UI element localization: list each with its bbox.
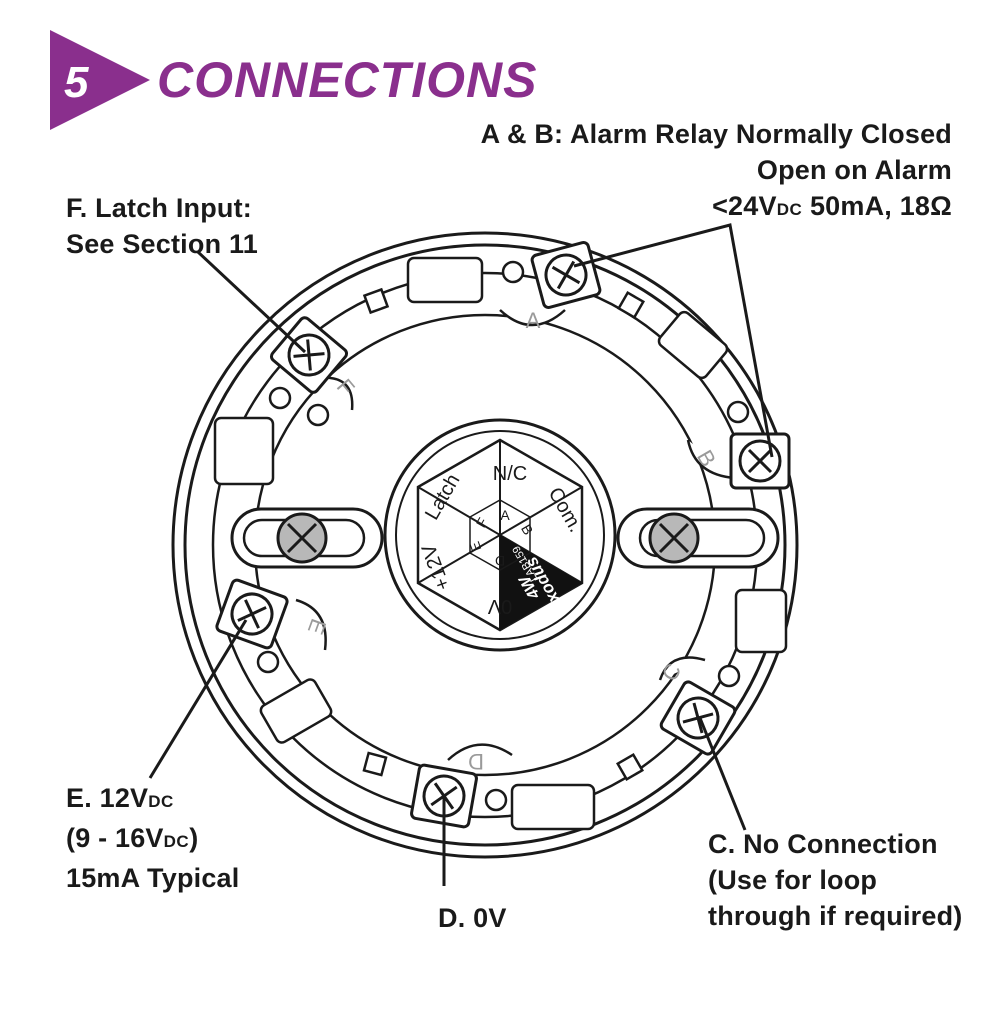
header-badge-shape	[50, 30, 150, 130]
callout-f-line2: See Section 11	[66, 229, 258, 259]
fixing-screw-icon	[648, 512, 700, 564]
screw-terminal-e-icon	[215, 578, 289, 650]
callout-ab: A & B: Alarm Relay Normally Closed Open …	[481, 116, 952, 228]
terminal-bump-a	[499, 309, 566, 327]
rim-hole	[484, 788, 508, 812]
callout-e-line1: E. 12VDC	[66, 780, 239, 820]
rim-square	[616, 290, 646, 320]
rim-square	[615, 752, 645, 782]
leader-line-ab	[573, 223, 774, 458]
callout-c: C. No Connection (Use for loop through i…	[708, 826, 962, 934]
callout-e-line1-prefix: E. 12V	[66, 783, 149, 813]
rim-hole	[306, 403, 330, 427]
terminal-bump-e	[295, 598, 327, 651]
rim-tab	[657, 310, 729, 380]
callout-e-line2-prefix: (9 - 16V	[66, 823, 164, 853]
terminal-letter-d: D	[468, 749, 484, 774]
rim-hole	[726, 400, 750, 424]
rim-tab	[734, 588, 788, 654]
section-number: 5	[64, 58, 89, 107]
leader-line-f	[196, 250, 307, 354]
leader-line-e	[148, 619, 248, 779]
callout-c-line2: (Use for loop	[708, 865, 878, 895]
callout-d-line1: D. 0V	[438, 903, 507, 933]
callout-e-line2-sub: DC	[163, 832, 190, 851]
callout-e-line2-suffix: )	[189, 823, 199, 853]
terminal-letter-a: A	[526, 308, 541, 333]
callout-ab-line3-sub: DC	[776, 200, 803, 219]
terminal-bump-b	[686, 439, 736, 480]
callout-c-line1: C. No Connection	[708, 829, 938, 859]
hex-label-nc: N/C	[493, 463, 527, 485]
rim-tab	[259, 678, 333, 744]
hex-label	[383, 418, 617, 652]
callout-d: D. 0V	[438, 900, 507, 936]
rim-hole	[268, 386, 292, 410]
rim-tab	[213, 416, 275, 486]
rim-hole	[256, 650, 280, 674]
rim-tab	[406, 256, 484, 304]
callout-ab-line3-suffix: 50mA, 18Ω	[802, 191, 952, 221]
terminal-bump-c	[658, 656, 706, 681]
callout-e-line1-sub: DC	[148, 792, 174, 811]
outer-ring	[171, 231, 799, 859]
hex-label-0v: 0V	[487, 595, 512, 617]
rim-hole	[501, 260, 525, 284]
callout-ab-line3-prefix: <24V	[712, 191, 777, 221]
fixing-screw-icon	[276, 512, 328, 564]
callout-f: F. Latch Input: See Section 11	[66, 190, 258, 262]
screw-terminal-c-icon	[659, 680, 737, 756]
rim-hole	[717, 664, 741, 688]
terminal-bump-d	[447, 743, 513, 761]
callout-e-line3: 15mA Typical	[66, 863, 240, 893]
rim-square	[362, 287, 390, 315]
callout-ab-line2: Open on Alarm	[756, 155, 952, 185]
callout-ab-line1: A & B: Alarm Relay Normally Closed	[480, 119, 952, 149]
callout-e: E. 12VDC (9 - 16VDC) 15mA Typical	[66, 780, 239, 896]
rim-square	[362, 751, 388, 777]
callout-e-line2: (9 - 16VDC)	[66, 820, 239, 860]
callout-c-line3: through if required)	[708, 901, 963, 931]
leader-line-c	[698, 717, 747, 831]
hex-inner-a: A	[500, 507, 510, 523]
rim-tab	[510, 783, 596, 831]
callout-ab-line3: <24VDC 50mA, 18Ω	[481, 188, 952, 228]
page-title: CONNECTIONS	[157, 52, 538, 108]
hex-inner-d: D	[495, 553, 505, 569]
screw-terminal-b-icon	[729, 432, 791, 490]
callout-f-line1: F. Latch Input:	[66, 193, 252, 223]
header-badge	[50, 30, 150, 130]
outer-ring-inner	[183, 243, 787, 847]
